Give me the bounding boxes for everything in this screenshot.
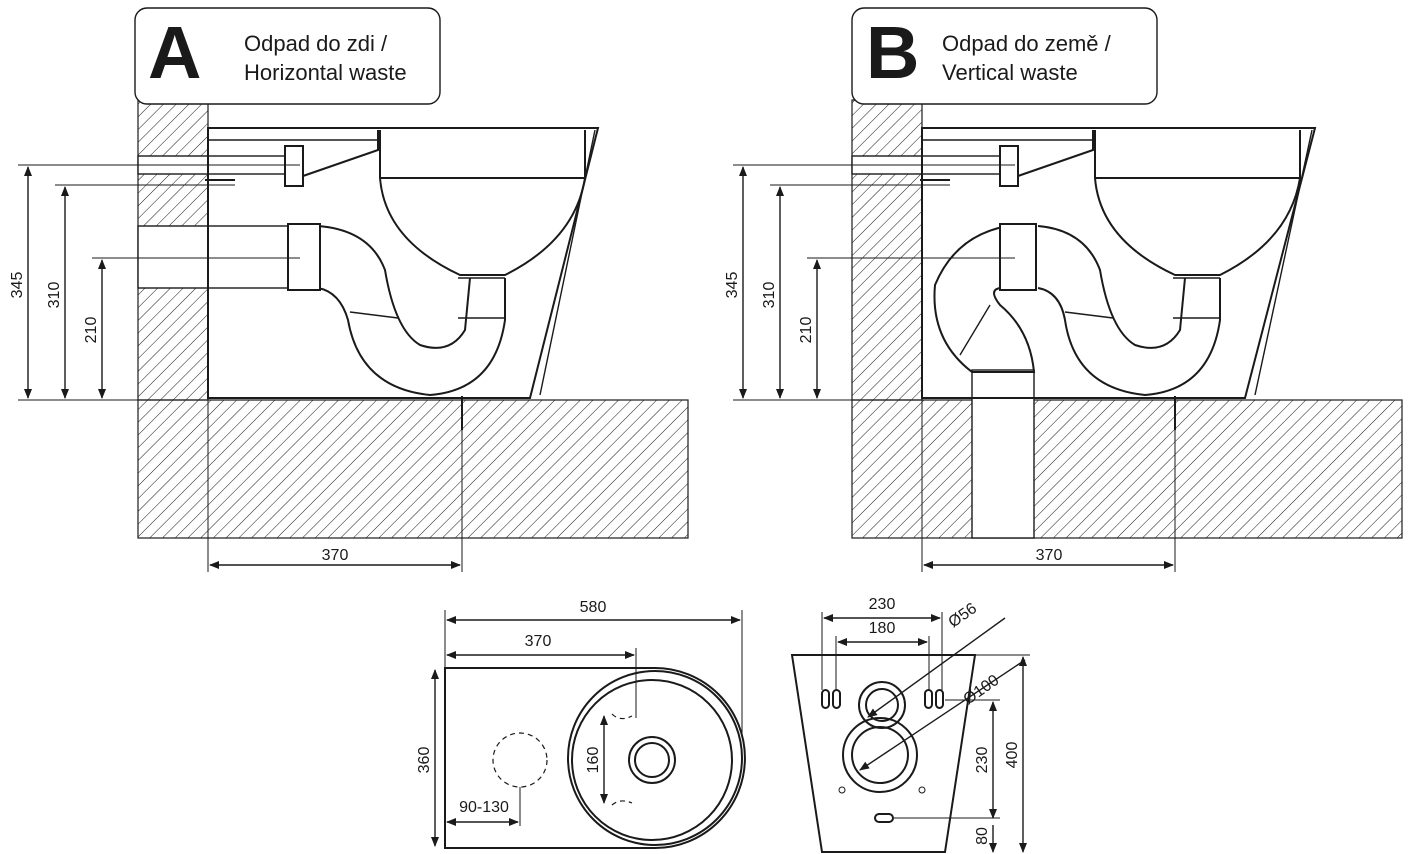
- dim-o100: Ø100: [961, 672, 1003, 708]
- dim-a-345: 345: [9, 272, 26, 299]
- panel-b-title-line1: Odpad do země /: [942, 31, 1112, 56]
- toilet-side-b: [920, 127, 1317, 430]
- floor-b: [851, 399, 1403, 539]
- dim-180: 180: [869, 620, 896, 637]
- rear-view-outline: [790, 654, 977, 853]
- dim-b-310: 310: [761, 282, 778, 309]
- panel-a-title-line2: Horizontal waste: [244, 60, 407, 85]
- dim-a-310: 310: [46, 282, 63, 309]
- panel-a-title-line1: Odpad do zdi /: [244, 31, 388, 56]
- panel-b-letter: B: [866, 11, 919, 94]
- dim-a-370: 370: [322, 547, 349, 564]
- dim-230-side: 230: [974, 747, 991, 774]
- dim-370: 370: [525, 633, 552, 650]
- waste-position-circle: [492, 732, 548, 788]
- dim-o56: Ø56: [946, 600, 981, 631]
- panel-b: 345 310 210 370 B Odpad do země / Vertic…: [724, 7, 1403, 572]
- dim-90-130: 90-130: [459, 799, 509, 816]
- title-box-a: [134, 7, 441, 105]
- dim-360: 360: [416, 747, 433, 774]
- floor-a: [137, 399, 689, 539]
- dim-160: 160: [585, 747, 602, 774]
- rear-view: 230 180 Ø56 Ø100 230 400 80: [790, 596, 1030, 853]
- panel-b-title-line2: Vertical waste: [942, 60, 1078, 85]
- panel-a: 345 310 210 370 A Odpad do zdi / Horizon…: [9, 7, 689, 572]
- panel-a-letter: A: [148, 11, 201, 94]
- top-view-outline: [444, 667, 746, 849]
- dim-b-345: 345: [724, 272, 741, 299]
- dim-400: 400: [1004, 742, 1021, 769]
- dim-a-210: 210: [83, 317, 100, 344]
- dim-b-210: 210: [798, 317, 815, 344]
- dim-580: 580: [580, 599, 607, 616]
- dim-80: 80: [974, 827, 991, 845]
- toilet-side-a: [205, 127, 600, 430]
- top-view: 580 370 360 160 90-130: [416, 599, 746, 849]
- wall-b: [851, 99, 923, 401]
- dim-b-370: 370: [1036, 547, 1063, 564]
- dim-230-top: 230: [869, 596, 896, 613]
- title-box-b: [851, 7, 1158, 105]
